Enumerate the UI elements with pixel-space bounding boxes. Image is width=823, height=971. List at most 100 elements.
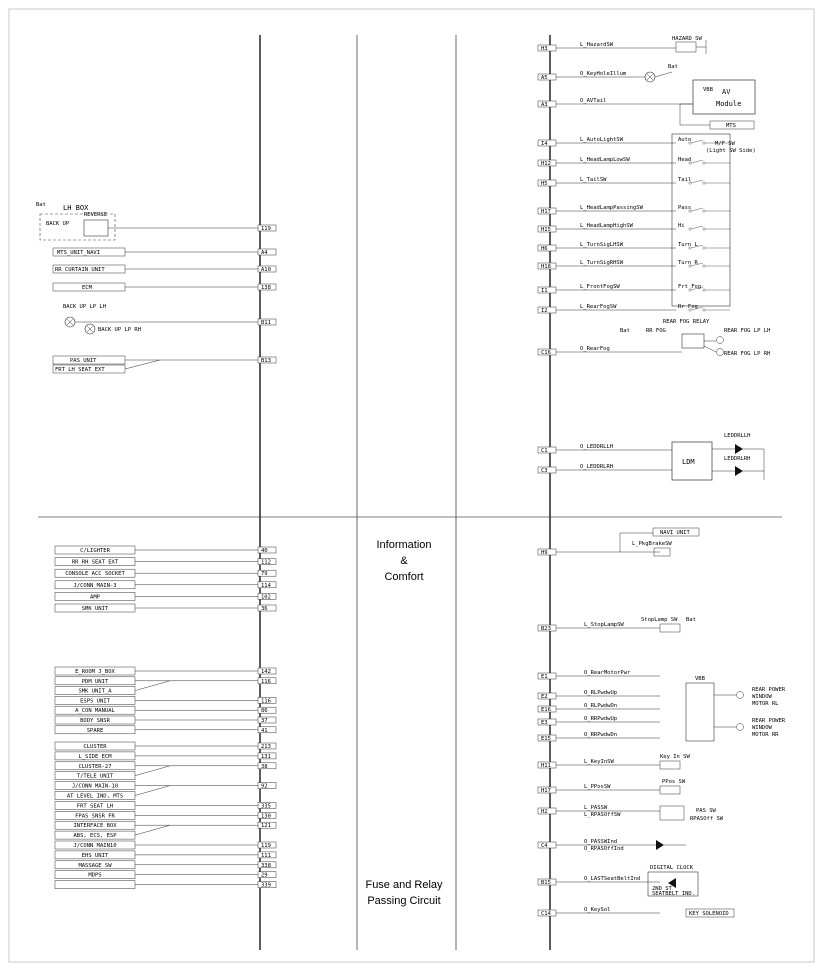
signal-label: L_TurnSigRHSW — [580, 260, 624, 266]
rear-pw-rr-label: WINDOW — [752, 725, 773, 731]
pin-label: A3 — [541, 102, 548, 108]
av-module-box — [692, 79, 756, 115]
pin-label: A10 — [261, 267, 271, 273]
digital-clock-label: DIGITAL CLOCK — [650, 865, 694, 871]
mts-label: MTS — [726, 123, 736, 129]
signal-label: L_FrontFogSW — [580, 284, 620, 290]
switch-label: Tail — [678, 177, 691, 183]
left-item-row: ABS, ECS, ESP — [54, 824, 171, 840]
signal-label: O_PASSWInd — [584, 839, 617, 845]
caption-passing-circuit: Passing Circuit — [367, 895, 440, 907]
switch-label: Pass — [678, 205, 691, 211]
pin-label: C4 — [541, 843, 548, 849]
ldm-label: LDM — [682, 458, 695, 466]
pin-label: B13 — [261, 358, 271, 364]
pin-label: C1 — [541, 448, 548, 454]
pin-box — [257, 604, 277, 612]
lh-box-label: LH BOX — [63, 204, 89, 212]
signal-row: E2O_RLPwdwUp — [537, 690, 660, 700]
bat-label: Bat — [686, 617, 696, 623]
right-top-components: HAZARD SW Bat VBB AV Module MTS M/F SW (… — [620, 36, 770, 481]
rear-pw-rl-label: MOTOR RL — [752, 701, 779, 707]
switch-label: Auto — [678, 137, 691, 143]
component-label: CLUSTER-27 — [78, 764, 111, 770]
caption-fuse-relay: Fuse and Relay — [365, 879, 443, 891]
component-label: AT LEVEL IND, MTS — [67, 794, 123, 800]
signal-label: L_HeadLampHighSW — [580, 223, 634, 229]
pin-label: H17 — [541, 209, 551, 215]
rear-pw-rl-label: REAR POWER — [752, 687, 786, 693]
pin-box — [257, 861, 277, 869]
window-relay-box — [685, 682, 715, 742]
pin-box — [257, 667, 277, 675]
pin-label: E3 — [541, 720, 548, 726]
pin-label: 119 — [261, 843, 271, 849]
pin-label: 112 — [261, 560, 271, 566]
signal-row: E1O_RearMotorPwr — [537, 670, 660, 680]
pin-label: 36 — [261, 606, 268, 612]
pin-label: 114 — [261, 583, 272, 589]
pin-label: 111 — [261, 853, 271, 859]
pin-label: B15 — [541, 880, 551, 886]
signal-label: O_AVTail — [580, 98, 607, 104]
right-top-group: H3L_HazardSWA5O_KeyHoleIllumA3O_AVTailI4… — [537, 42, 730, 474]
pin-label: B23 — [541, 626, 551, 632]
pin-box — [257, 716, 277, 724]
signal-label: L_KeyInSW — [584, 759, 614, 765]
pin-box — [257, 802, 277, 809]
led-lh-label: LEDDRLLH — [724, 433, 751, 439]
pin-box — [257, 782, 277, 789]
pin-label: H15 — [541, 227, 551, 233]
pin-label: H12 — [541, 161, 551, 167]
pin-box — [257, 726, 277, 734]
pin-box — [257, 851, 277, 859]
pin-box — [257, 558, 277, 565]
box-label: FRT LH SEAT EXT — [55, 367, 105, 373]
component-label: CLUSTER — [83, 744, 107, 750]
pin-label: I1 — [541, 288, 548, 294]
left-item-row: SMK UNIT_A — [54, 680, 171, 695]
right-bottom-components: NAVI UNIT L_PkgBrakeSW StopLamp SW Bat V… — [619, 527, 786, 918]
switch-label: Head — [678, 157, 691, 163]
component-label: E_ROOM J_BOX — [75, 669, 115, 675]
signal-label: L_StopLampSW — [584, 622, 624, 628]
rear-pw-rr-label: REAR POWER — [752, 718, 786, 724]
component-label: FPAS SNSR FR — [75, 813, 115, 819]
pin-label: E1 — [541, 674, 548, 680]
signal-row: H9 — [537, 548, 660, 556]
component-label: CONSOLE ACC SOCKET — [65, 571, 125, 577]
signal-label: L_RearFogSW — [580, 304, 617, 310]
rear-fog-relay-label: REAR FOG RELAY — [663, 319, 710, 325]
pin-box — [257, 546, 277, 554]
component-label: J/CONN MAIN-10 — [72, 784, 118, 790]
backup-lp-lh-label: BACK UP LP LH — [63, 304, 106, 310]
ldm-box — [671, 441, 713, 481]
pin-box — [257, 752, 277, 760]
led-diode-icon — [735, 444, 743, 454]
pin-label: 335 — [261, 803, 271, 809]
battery-label: Bat — [36, 202, 46, 208]
component-label: SPARE — [87, 728, 104, 734]
key-in-sw-label: Key In SW — [660, 754, 690, 760]
mf-switch-box — [671, 133, 731, 307]
pin-label: C14 — [541, 911, 552, 917]
component-label: ABS, ECS, ESP — [73, 833, 117, 839]
